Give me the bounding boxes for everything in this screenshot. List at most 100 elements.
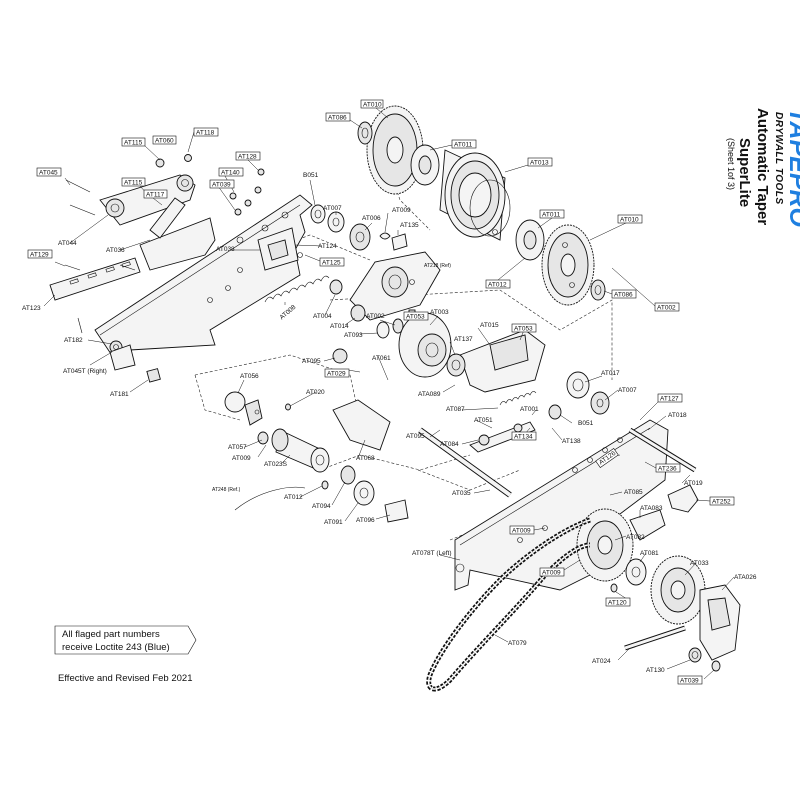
shaft-at023s xyxy=(271,428,330,473)
part-tag: AT012 xyxy=(284,494,303,501)
spring-at087 xyxy=(499,391,537,406)
side-frame-right xyxy=(94,194,313,371)
svg-text:AT006: AT006 xyxy=(362,215,381,222)
part-tag: AT068 xyxy=(356,455,375,462)
part-tag: AT003 xyxy=(430,309,449,316)
svg-text:AT002: AT002 xyxy=(366,313,385,320)
svg-text:AT044: AT044 xyxy=(58,240,77,247)
part-tag: AT045 xyxy=(36,167,62,177)
part-tag: AT008 xyxy=(279,304,298,322)
part-tag: AT057 xyxy=(228,444,247,451)
part-tag: AT007 xyxy=(618,387,637,394)
part-tag: AT086 xyxy=(611,289,637,299)
svg-text:AT003: AT003 xyxy=(430,309,449,316)
pin-at024 xyxy=(624,625,686,651)
part-tag: AT019 xyxy=(684,480,703,487)
part-tag: AT123 xyxy=(22,305,41,312)
svg-text:AT081: AT081 xyxy=(640,550,659,557)
bearing-b051-right xyxy=(548,404,562,420)
svg-text:AT010: AT010 xyxy=(363,102,382,109)
svg-text:AT115: AT115 xyxy=(124,180,143,187)
svg-text:AT009: AT009 xyxy=(512,528,531,535)
part-tag: AT081 xyxy=(640,550,659,557)
svg-text:AT091: AT091 xyxy=(324,519,343,526)
part-tag: AT023S xyxy=(264,461,288,468)
svg-text:AT236: AT236 xyxy=(658,466,677,473)
svg-text:AT096: AT096 xyxy=(356,517,375,524)
bearing-at093 xyxy=(376,321,390,339)
part-tag: AT017 xyxy=(601,370,620,377)
cross-rod-at035 xyxy=(418,427,512,498)
bearing-at007-right xyxy=(590,391,610,415)
part-tag: AT134 xyxy=(511,431,537,441)
svg-text:AT017: AT017 xyxy=(601,370,620,377)
sprocket-at033 xyxy=(650,555,706,625)
svg-text:AT015: AT015 xyxy=(480,322,499,329)
svg-text:AT085: AT085 xyxy=(624,489,643,496)
part-tag: AT115 xyxy=(121,137,146,147)
part-tag: AT182 xyxy=(64,337,83,344)
part-tag: AT001 xyxy=(520,406,539,413)
svg-text:AT093: AT093 xyxy=(344,332,363,339)
bracket-at252 xyxy=(667,484,699,513)
svg-text:AT118: AT118 xyxy=(196,130,215,137)
part-tag: AT124 xyxy=(318,243,337,250)
drum-at013 xyxy=(439,149,511,241)
part-tag: AT127 xyxy=(657,393,683,403)
part-tag: AT120 xyxy=(605,597,631,607)
svg-text:B051: B051 xyxy=(578,420,594,427)
svg-text:AT013: AT013 xyxy=(530,160,549,167)
cross-rod-at018 xyxy=(628,427,697,473)
svg-text:AT019: AT019 xyxy=(684,480,703,487)
svg-text:AT009: AT009 xyxy=(392,207,411,214)
part-tag: AT084 xyxy=(440,441,459,448)
screw-at039 xyxy=(711,660,721,672)
svg-text:ATA026: ATA026 xyxy=(734,574,757,581)
washer-at094 xyxy=(340,465,356,485)
hub-at011-right xyxy=(515,219,545,261)
clutch-plate-at218 xyxy=(349,251,441,321)
part-tag: AT012 xyxy=(485,279,511,289)
part-tags: AT010 AT086 AT011 AT013 AT011 AT010 AT01… xyxy=(22,99,757,685)
svg-text:AT124: AT124 xyxy=(318,243,337,250)
part-tag: AT115 xyxy=(121,177,146,187)
svg-text:AT051: AT051 xyxy=(474,417,493,424)
svg-text:AT061: AT061 xyxy=(372,355,391,362)
part-tag: AT020 xyxy=(306,389,325,396)
screw-at020 xyxy=(285,403,291,411)
part-tag: AT004 xyxy=(313,313,332,320)
bearing-at017 xyxy=(566,371,590,399)
svg-text:AT123: AT123 xyxy=(22,305,41,312)
svg-text:AT138: AT138 xyxy=(562,438,581,445)
handle-bracket xyxy=(99,174,216,271)
svg-text:AT117: AT117 xyxy=(146,192,165,199)
svg-text:AT018: AT018 xyxy=(668,412,687,419)
svg-text:ATA083: ATA083 xyxy=(640,505,663,512)
part-tag: AT078T (Left) xyxy=(412,550,452,557)
svg-text:AT218 (Ref): AT218 (Ref) xyxy=(424,263,451,269)
svg-text:AT001: AT001 xyxy=(520,406,539,413)
leader-lines xyxy=(43,107,735,680)
part-tag: AT009 xyxy=(232,455,251,462)
svg-text:AT039: AT039 xyxy=(680,678,699,685)
bracket-ata083 xyxy=(629,509,666,541)
slotted-plate xyxy=(49,257,141,301)
svg-text:AT007: AT007 xyxy=(618,387,637,394)
svg-text:AT012: AT012 xyxy=(284,494,303,501)
revision-date: Effective and Revised Feb 2021 xyxy=(58,673,193,684)
gear-at006 xyxy=(349,223,371,251)
brand-logo: TAPEPRO xyxy=(784,108,800,228)
hub-at011-top xyxy=(410,144,440,186)
screw-at012 xyxy=(321,480,329,490)
part-tag: AT079 xyxy=(508,640,527,647)
part-tag: AT038 xyxy=(216,246,235,253)
part-tag: AT137 xyxy=(454,336,473,343)
part-tag: AT045T (Right) xyxy=(63,368,107,375)
part-tag: AT130 xyxy=(646,667,665,674)
part-tag: AT118 xyxy=(193,127,219,137)
svg-text:AT029: AT029 xyxy=(327,371,346,378)
collar-at091 xyxy=(353,480,375,506)
part-tag: AT117 xyxy=(143,189,168,199)
svg-text:ATA089: ATA089 xyxy=(418,391,441,398)
